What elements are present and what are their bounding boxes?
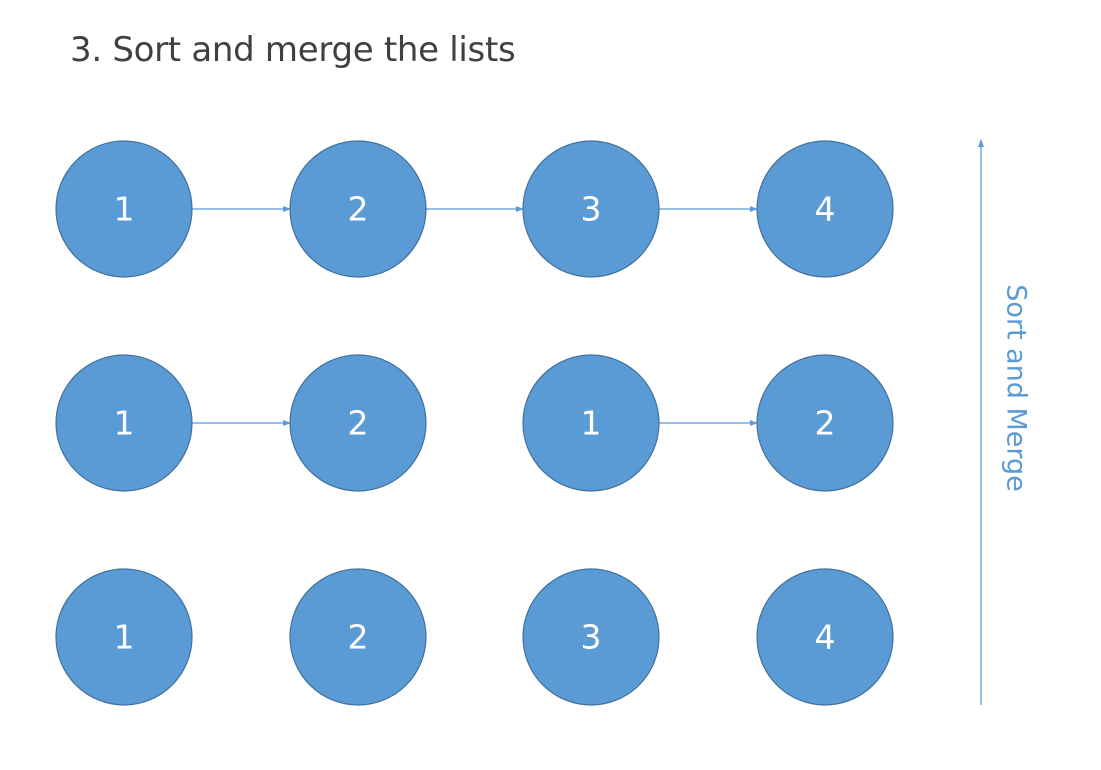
list-node: 1: [55, 140, 193, 278]
list-node: 3: [522, 568, 660, 706]
node-circle: [522, 140, 660, 278]
node-label: 1: [581, 404, 602, 443]
list-node: 2: [289, 140, 427, 278]
node-label: 1: [114, 190, 135, 229]
node-label: 2: [348, 404, 369, 443]
node-circle: [756, 568, 894, 706]
node-circle: [289, 568, 427, 706]
node-circle: [756, 354, 894, 492]
links-layer: [192, 206, 758, 426]
node-label: 3: [581, 618, 602, 657]
node-circle: [289, 354, 427, 492]
list-node: 1: [55, 568, 193, 706]
nodes-layer: 1 2 3 4 1 2 1 2 1 2 3 4: [55, 140, 894, 706]
node-circle: [522, 354, 660, 492]
node-circle: [289, 140, 427, 278]
list-node: 2: [289, 354, 427, 492]
node-label: 2: [348, 190, 369, 229]
list-node: 1: [522, 354, 660, 492]
node-label: 1: [114, 404, 135, 443]
node-circle: [55, 354, 193, 492]
node-label: 1: [114, 618, 135, 657]
list-node: 4: [756, 140, 894, 278]
list-node: 2: [756, 354, 894, 492]
list-node: 1: [55, 354, 193, 492]
node-label: 4: [815, 190, 836, 229]
list-node: 4: [756, 568, 894, 706]
node-circle: [756, 140, 894, 278]
list-node: 3: [522, 140, 660, 278]
node-label: 2: [815, 404, 836, 443]
node-label: 2: [348, 618, 369, 657]
sort-merge-label: Sort and Merge: [1001, 284, 1032, 492]
node-label: 3: [581, 190, 602, 229]
node-circle: [55, 140, 193, 278]
node-circle: [55, 568, 193, 706]
list-node: 2: [289, 568, 427, 706]
page-title: 3. Sort and merge the lists: [70, 30, 516, 70]
side-indicator: Sort and Merge: [978, 139, 1032, 705]
node-circle: [522, 568, 660, 706]
node-label: 4: [815, 618, 836, 657]
